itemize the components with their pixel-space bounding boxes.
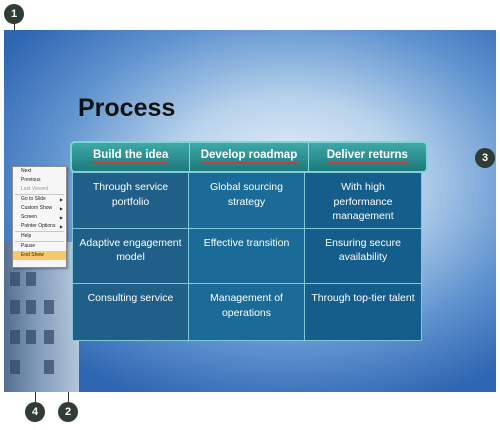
table-cell: Through top-tier talent: [305, 284, 421, 340]
menu-separator: [15, 231, 64, 232]
header-cell: Build the idea: [72, 143, 191, 171]
table-cell: Consulting service: [73, 284, 189, 340]
callout-4: 4: [25, 402, 45, 422]
table-cell: With high performance management: [305, 173, 421, 229]
menu-item-screen[interactable]: Screen▶: [21, 214, 63, 220]
callout-2: 2: [58, 402, 78, 422]
slide-show-context-menu: Next Previous Last Viewed Go to Slide▶ C…: [12, 166, 67, 268]
menu-item-pause[interactable]: Pause: [21, 243, 36, 249]
header-cell: Develop roadmap: [190, 143, 309, 171]
menu-item-pointer-options[interactable]: Pointer Options▶: [21, 223, 63, 229]
menu-item-end-show[interactable]: End Show: [13, 251, 66, 260]
menu-item-go-to-slide[interactable]: Go to Slide▶: [21, 196, 63, 202]
table-cell: Effective transition: [189, 228, 305, 285]
slide-title: Process: [78, 94, 176, 122]
callout-1: 1: [4, 4, 24, 24]
submenu-arrow-icon: ▶: [59, 215, 63, 220]
process-table: Through service portfolio Global sourcin…: [72, 172, 422, 341]
table-cell: Adaptive engagement model: [73, 228, 189, 285]
callout-3: 3: [475, 148, 495, 168]
table-cell: Management of operations: [189, 284, 305, 340]
table-cell: Through service portfolio: [73, 173, 189, 229]
header-cell: Deliver returns: [309, 143, 426, 171]
table-cell: Global sourcing strategy: [189, 173, 305, 229]
table-cell: Ensuring secure availability: [305, 228, 421, 285]
table-header-row: Build the idea Develop roadmap Deliver r…: [70, 141, 428, 173]
menu-separator: [15, 241, 64, 242]
submenu-arrow-icon: ▶: [59, 197, 63, 202]
menu-item-last-viewed[interactable]: Last Viewed: [21, 186, 49, 192]
menu-separator: [15, 194, 64, 195]
menu-item-next[interactable]: Next: [21, 168, 32, 174]
menu-item-previous[interactable]: Previous: [21, 177, 41, 183]
menu-item-custom-show[interactable]: Custom Show▶: [21, 205, 63, 211]
menu-item-help[interactable]: Help: [21, 233, 32, 239]
submenu-arrow-icon: ▶: [59, 224, 63, 229]
submenu-arrow-icon: ▶: [59, 206, 63, 211]
